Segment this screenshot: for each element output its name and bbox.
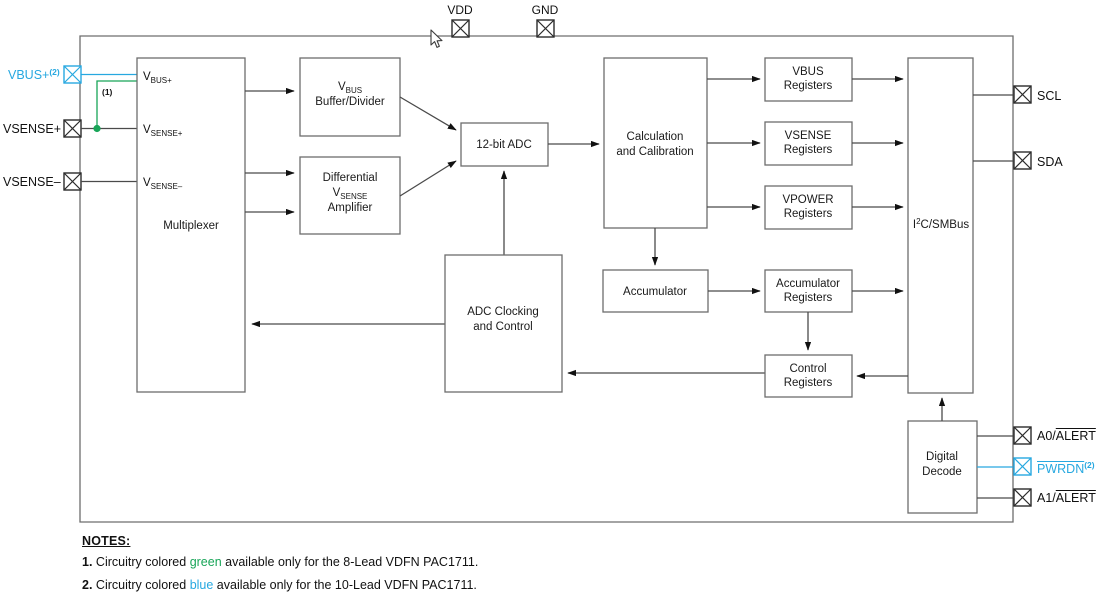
differential-vsense-amplifier-block[interactable] [299,156,401,235]
accumulator-registers-block[interactable] [764,269,853,313]
accum-registers-label-line1: Accumulator [776,278,840,290]
vdd-pin-label: VDD [447,3,473,17]
vbus-buffer-label-line2: Buffer/Divider [315,96,385,108]
vbus-buffer-label-line1: VBUS [338,81,362,95]
sda-pin-label: SDA [1037,155,1063,169]
vpower-registers-label-line2: Registers [784,208,833,220]
diffamp-label-line3: Amplifier [328,202,373,214]
multiplexer-label: Multiplexer [163,220,219,232]
calculation-and-calibration-block[interactable] [603,57,708,229]
digital-decode-block[interactable] [907,420,978,514]
calculation-label-line1: Calculation [627,131,684,143]
note-item-2: 2. Circuitry colored blue available only… [82,577,477,592]
vsense-plus-pin-label: VSENSE+ [3,122,61,136]
vsense-minus-pin[interactable] [63,172,82,191]
pwrdn-pin[interactable] [1013,457,1032,476]
vsense-minus-pin-label: VSENSE– [3,175,61,189]
vbus-plus-pin-label: VBUS+(2) [8,67,60,82]
a0-alert-pin-label: A0/ALERT [1037,429,1096,443]
wire-diffamp-to-adc [399,160,457,197]
multiplexer-block[interactable] [136,57,246,393]
accumulator-block[interactable] [602,269,709,313]
vpower-registers-label-line1: VPOWER [782,194,833,206]
gnd-pin[interactable] [536,19,555,38]
notes-section: NOTES: 1. Circuitry colored green availa… [82,534,782,600]
diffamp-label-line2: VSENSE [333,187,368,201]
diffamp-label-line1: Differential [323,172,378,184]
mouse-cursor [430,29,443,48]
mux-input-vsense-minus-label: VSENSE– [143,177,183,191]
a1-alert-pin-label: A1/ALERT [1037,491,1096,505]
clocking-label-line1: ADC Clocking [467,306,539,318]
accum-registers-label-line2: Registers [784,292,833,304]
adc-label: 12-bit ADC [476,139,532,151]
gnd-pin-label: GND [532,3,559,17]
control-registers-label-line1: Control [789,363,826,375]
adc-block[interactable] [460,122,549,167]
note-item-1: 1. Circuitry colored green available onl… [82,555,479,569]
vdd-pin[interactable] [451,19,470,38]
vbus-buffer-divider-block[interactable] [299,57,401,137]
vsense-plus-pin[interactable] [63,119,82,138]
control-registers-label-line2: Registers [784,377,833,389]
scl-pin[interactable] [1013,85,1032,104]
note-blue-word: blue [189,577,214,592]
green-junction-dot [93,124,101,133]
wire-green-jumper [96,80,137,129]
i2c-smbus-block[interactable] [907,57,974,394]
mux-input-vsense-plus-label: VSENSE+ [143,124,183,138]
notes-title: NOTES: [82,534,131,548]
vsense-registers-block[interactable] [764,121,853,166]
a0-alert-pin[interactable] [1013,426,1032,445]
chip-boundary [79,35,1014,523]
control-registers-block[interactable] [764,354,853,398]
digital-decode-label-line2: Decode [922,466,962,478]
vpower-registers-block[interactable] [764,185,853,230]
a1-alert-pin[interactable] [1013,488,1032,507]
clocking-label-line2: and Control [473,321,532,333]
note-green-word: green [189,555,222,569]
vsense-registers-label-line2: Registers [784,144,833,156]
vbus-registers-label-line2: Registers [784,80,833,92]
calculation-label-line2: and Calibration [616,146,693,158]
vbus-plus-pin[interactable] [63,65,82,84]
i2c-smbus-label: I2C/SMBus [913,217,969,231]
sda-pin[interactable] [1013,151,1032,170]
scl-pin-label: SCL [1037,89,1061,103]
mux-input-vbus-label: VBUS+ [143,71,172,85]
green-wire-note: (1) [102,87,113,97]
vbus-registers-label-line1: VBUS [792,66,824,78]
accumulator-label: Accumulator [623,286,687,298]
pwrdn-pin-label: PWRDN(2) [1037,460,1095,477]
vsense-registers-label-line1: VSENSE [785,130,832,142]
vbus-registers-block[interactable] [764,57,853,102]
wire-vbusbuffer-to-adc [399,96,457,131]
digital-decode-label-line1: Digital [926,451,958,463]
adc-clocking-and-control-block[interactable] [444,254,563,393]
